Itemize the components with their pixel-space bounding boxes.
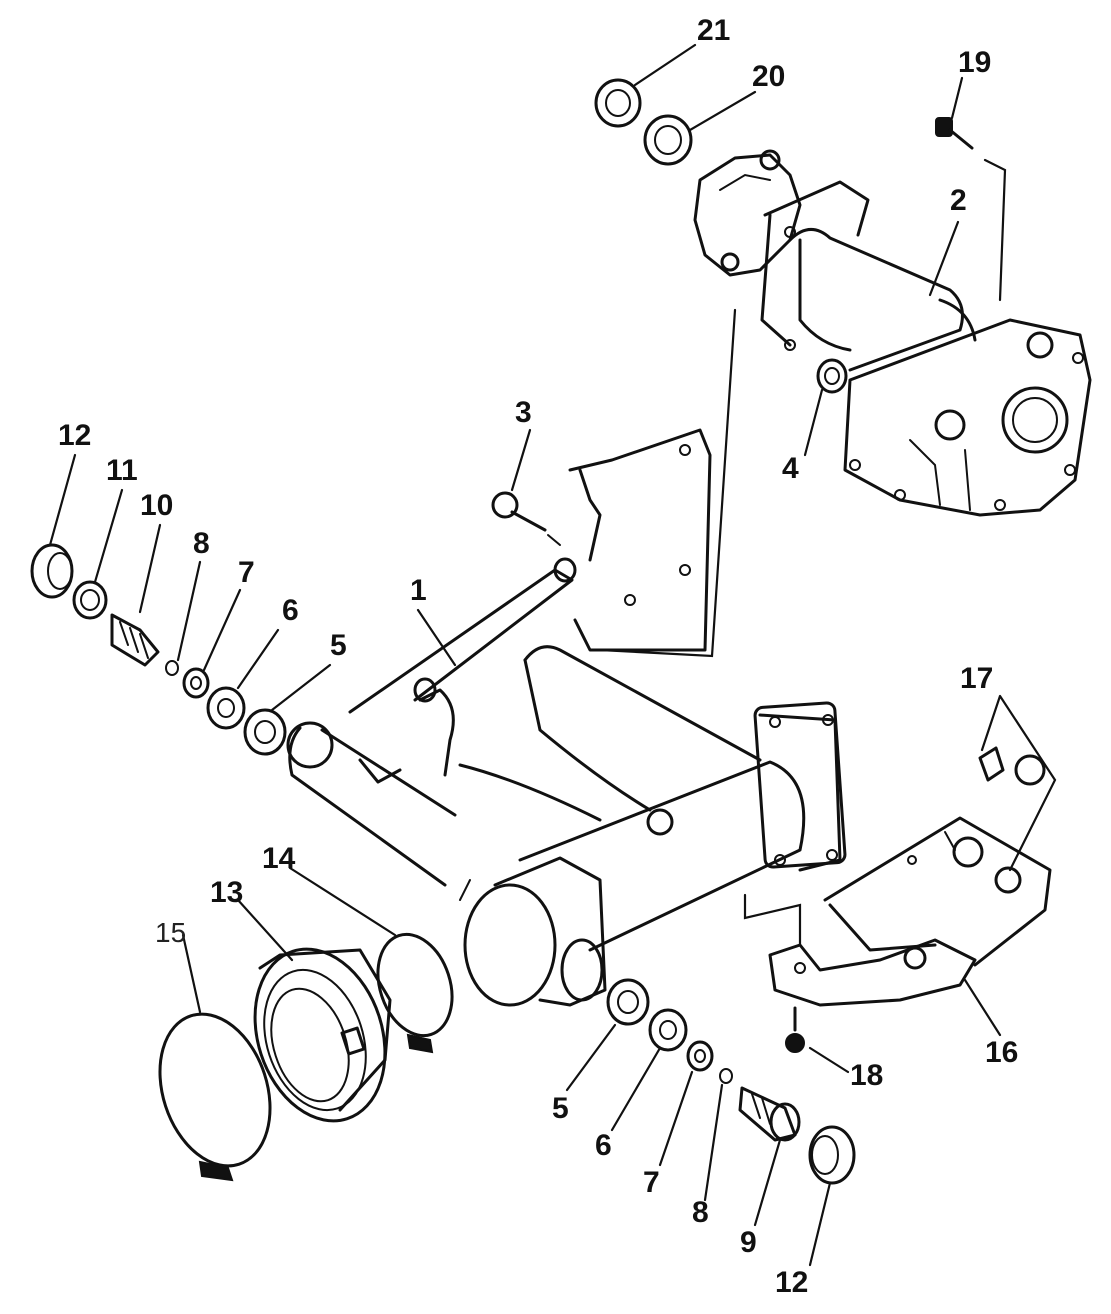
callout-18: 18: [850, 1059, 883, 1092]
callout-20: 20: [752, 60, 785, 93]
part-19-bolt: [935, 117, 974, 150]
callout-6-right: 6: [595, 1129, 612, 1162]
callout-2: 2: [950, 184, 967, 217]
part-8-oring-right: [719, 1068, 733, 1084]
callout-5-left: 5: [330, 629, 347, 662]
part-6-bearing-left: [206, 686, 246, 730]
part-14-clamp: [376, 932, 454, 1054]
callout-labels: 1 2 3 4 5 5 6 6 7 7 8 8 9 10 11 12 12 13…: [58, 14, 1018, 1299]
part-20-washer: [643, 114, 693, 166]
callout-13: 13: [210, 876, 243, 909]
part-4-nut: [816, 358, 848, 394]
part-21-washer: [594, 78, 642, 128]
part-5-bearing-right: [606, 978, 650, 1026]
callout-10: 10: [140, 489, 173, 522]
callout-8-left: 8: [193, 527, 210, 560]
callout-4: 4: [782, 452, 799, 485]
callout-8-right: 8: [692, 1196, 709, 1229]
part-17-plugs: [978, 746, 1046, 786]
part-7-seal-left: [182, 667, 210, 699]
part-8-oring-left: [165, 660, 179, 676]
callout-3: 3: [515, 396, 532, 429]
part-6-bearing-right: [648, 1008, 688, 1052]
callout-17: 17: [960, 662, 993, 695]
part-13-rubber-boot: [253, 947, 392, 1123]
part-3-bolt: [491, 491, 577, 583]
part-5-bearing-left: [243, 708, 287, 756]
leader-lines: [48, 43, 1057, 1267]
part-2-gear-housing: [693, 149, 1092, 517]
part-7-seal-right: [686, 1040, 714, 1072]
part-12-cap-right: [808, 1125, 856, 1185]
callout-7-right: 7: [643, 1166, 660, 1199]
callout-14: 14: [262, 842, 296, 875]
callout-12-right: 12: [775, 1266, 808, 1299]
part-1-swing-arm: [286, 428, 847, 1007]
assembly-line-housing: [598, 308, 737, 658]
part-12-cap-left: [30, 543, 74, 599]
callout-9: 9: [740, 1226, 757, 1259]
callout-16: 16: [985, 1036, 1018, 1069]
assembly-line-bolt-19: [983, 158, 1007, 302]
callout-21: 21: [697, 14, 730, 47]
callout-11: 11: [106, 454, 138, 487]
part-18-bolt: [785, 1006, 805, 1053]
callout-19: 19: [958, 46, 991, 79]
callout-1: 1: [410, 574, 427, 607]
callout-15: 15: [155, 917, 186, 948]
part-15-clamp: [158, 1012, 272, 1182]
callout-12-left: 12: [58, 419, 91, 452]
part-11-nut: [72, 580, 108, 620]
part-9-pivot-shaft: [738, 1086, 801, 1142]
callout-5-right: 5: [552, 1092, 569, 1125]
part-16-guard-plate: [768, 816, 1052, 1007]
part-10-pivot-bolt: [110, 613, 160, 667]
callout-6-left: 6: [282, 594, 299, 627]
callout-7-left: 7: [238, 556, 255, 589]
